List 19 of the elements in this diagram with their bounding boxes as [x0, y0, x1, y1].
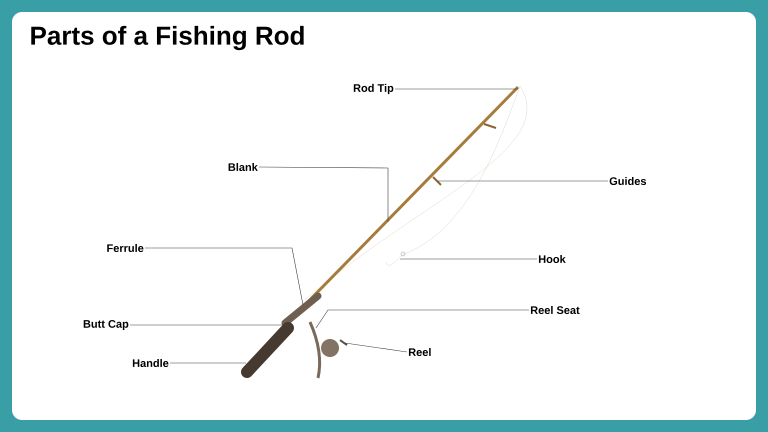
- part-label: Ferrule: [107, 244, 144, 252]
- part-label: Reel Seat: [530, 306, 580, 314]
- leader-line: [170, 362, 246, 364]
- part-label: Handle: [132, 358, 168, 368]
- part-label: Guides: [610, 176, 646, 186]
- leader-line: [436, 180, 608, 182]
- leader-line: [394, 88, 518, 90]
- leader-line: [130, 324, 292, 326]
- leader-line: [400, 258, 538, 260]
- title: Parts of a Fishing Rod: [31, 26, 304, 50]
- part-label: Reel: [408, 348, 431, 356]
- leader-line: [144, 248, 304, 306]
- leader-line: [344, 342, 408, 352]
- part-label: Butt Cap: [84, 320, 128, 330]
- part-label: Rod Tip: [354, 84, 394, 94]
- part-label: Hook: [538, 254, 566, 264]
- leader-line: [258, 166, 388, 222]
- leader-line: [316, 310, 530, 328]
- part-label: Blank: [228, 162, 258, 172]
